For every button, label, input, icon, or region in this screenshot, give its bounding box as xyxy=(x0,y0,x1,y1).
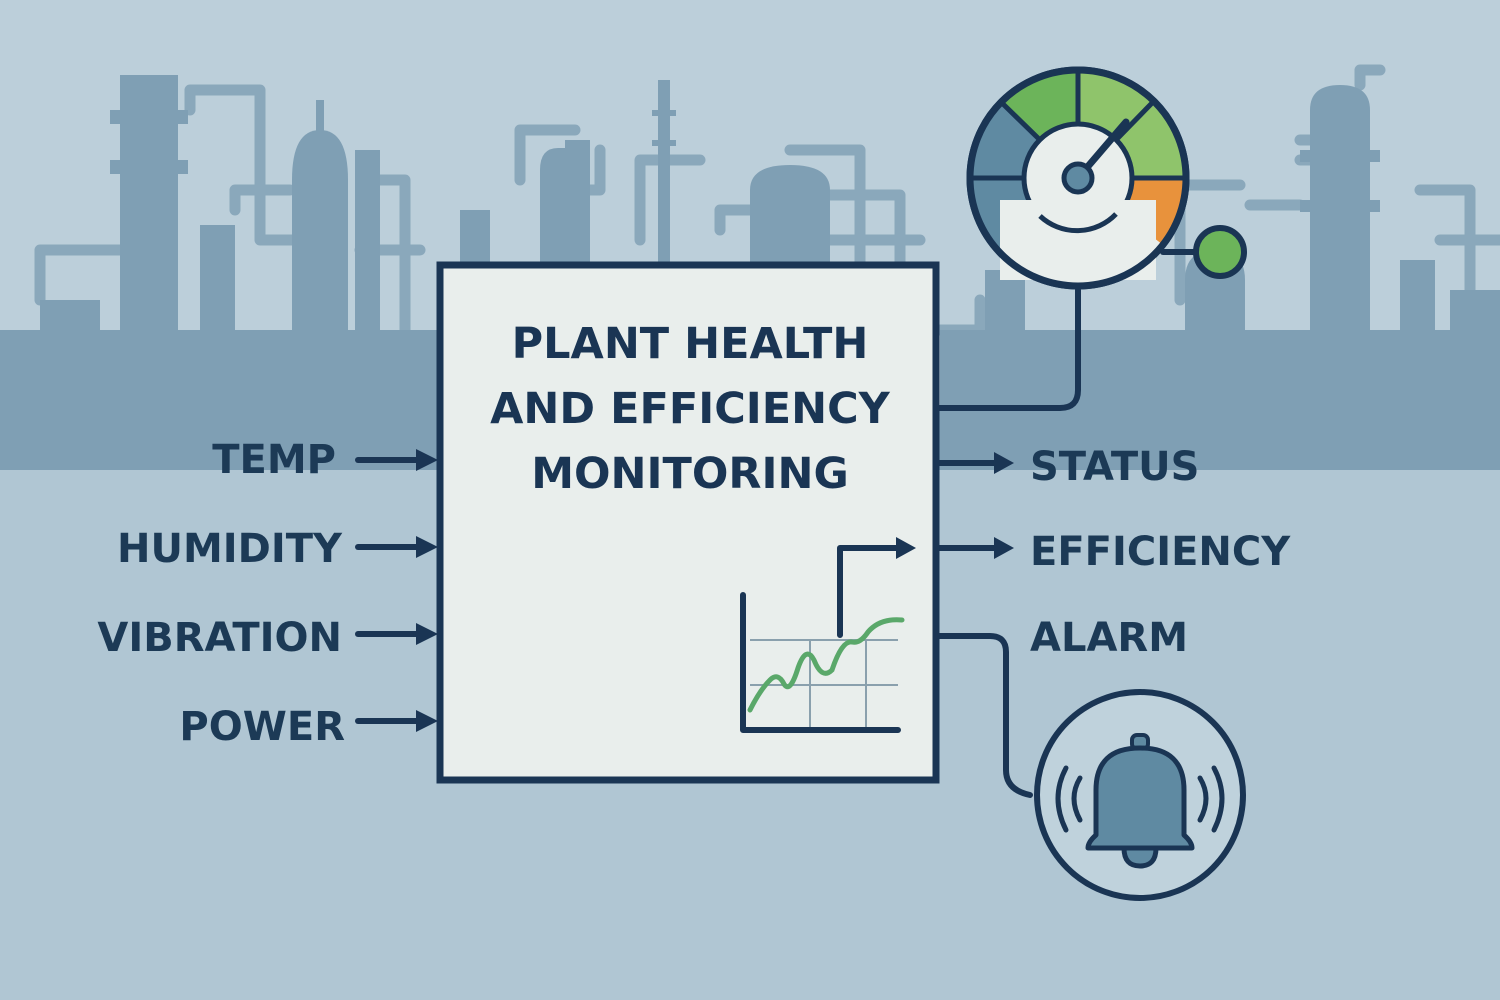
status-dot-icon xyxy=(1160,225,1247,279)
output-label-alarm: ALARM xyxy=(1030,615,1188,661)
input-label-humidity: HUMIDITY xyxy=(117,526,343,572)
input-arrow-temp xyxy=(355,449,438,471)
title-line-1: PLANT HEALTH xyxy=(512,319,869,369)
input-label-temp: TEMP xyxy=(212,437,336,483)
input-arrow-humidity xyxy=(355,536,438,558)
alarm-bell-icon xyxy=(1034,689,1246,901)
output-arrow-status xyxy=(935,452,1014,474)
output-arrows xyxy=(837,287,1081,798)
alarm-connector xyxy=(935,633,1033,798)
input-arrows xyxy=(355,449,438,732)
title-line-3: MONITORING xyxy=(531,449,849,499)
input-arrow-vibration xyxy=(355,623,438,645)
monitoring-system-box xyxy=(436,261,940,784)
gauge-icon xyxy=(966,66,1190,290)
industrial-plant-skyline xyxy=(0,64,1500,470)
title-line-2: AND EFFICIENCY xyxy=(490,384,891,434)
gauge-connector xyxy=(935,287,1081,411)
input-label-power: POWER xyxy=(179,704,345,750)
trend-chart-icon xyxy=(740,592,905,733)
input-arrow-power xyxy=(355,710,438,732)
input-label-vibration: VIBRATION xyxy=(97,615,342,661)
output-arrow-efficiency xyxy=(837,537,1014,638)
output-label-efficiency: EFFICIENCY xyxy=(1030,529,1291,575)
output-label-status: STATUS xyxy=(1030,444,1199,490)
